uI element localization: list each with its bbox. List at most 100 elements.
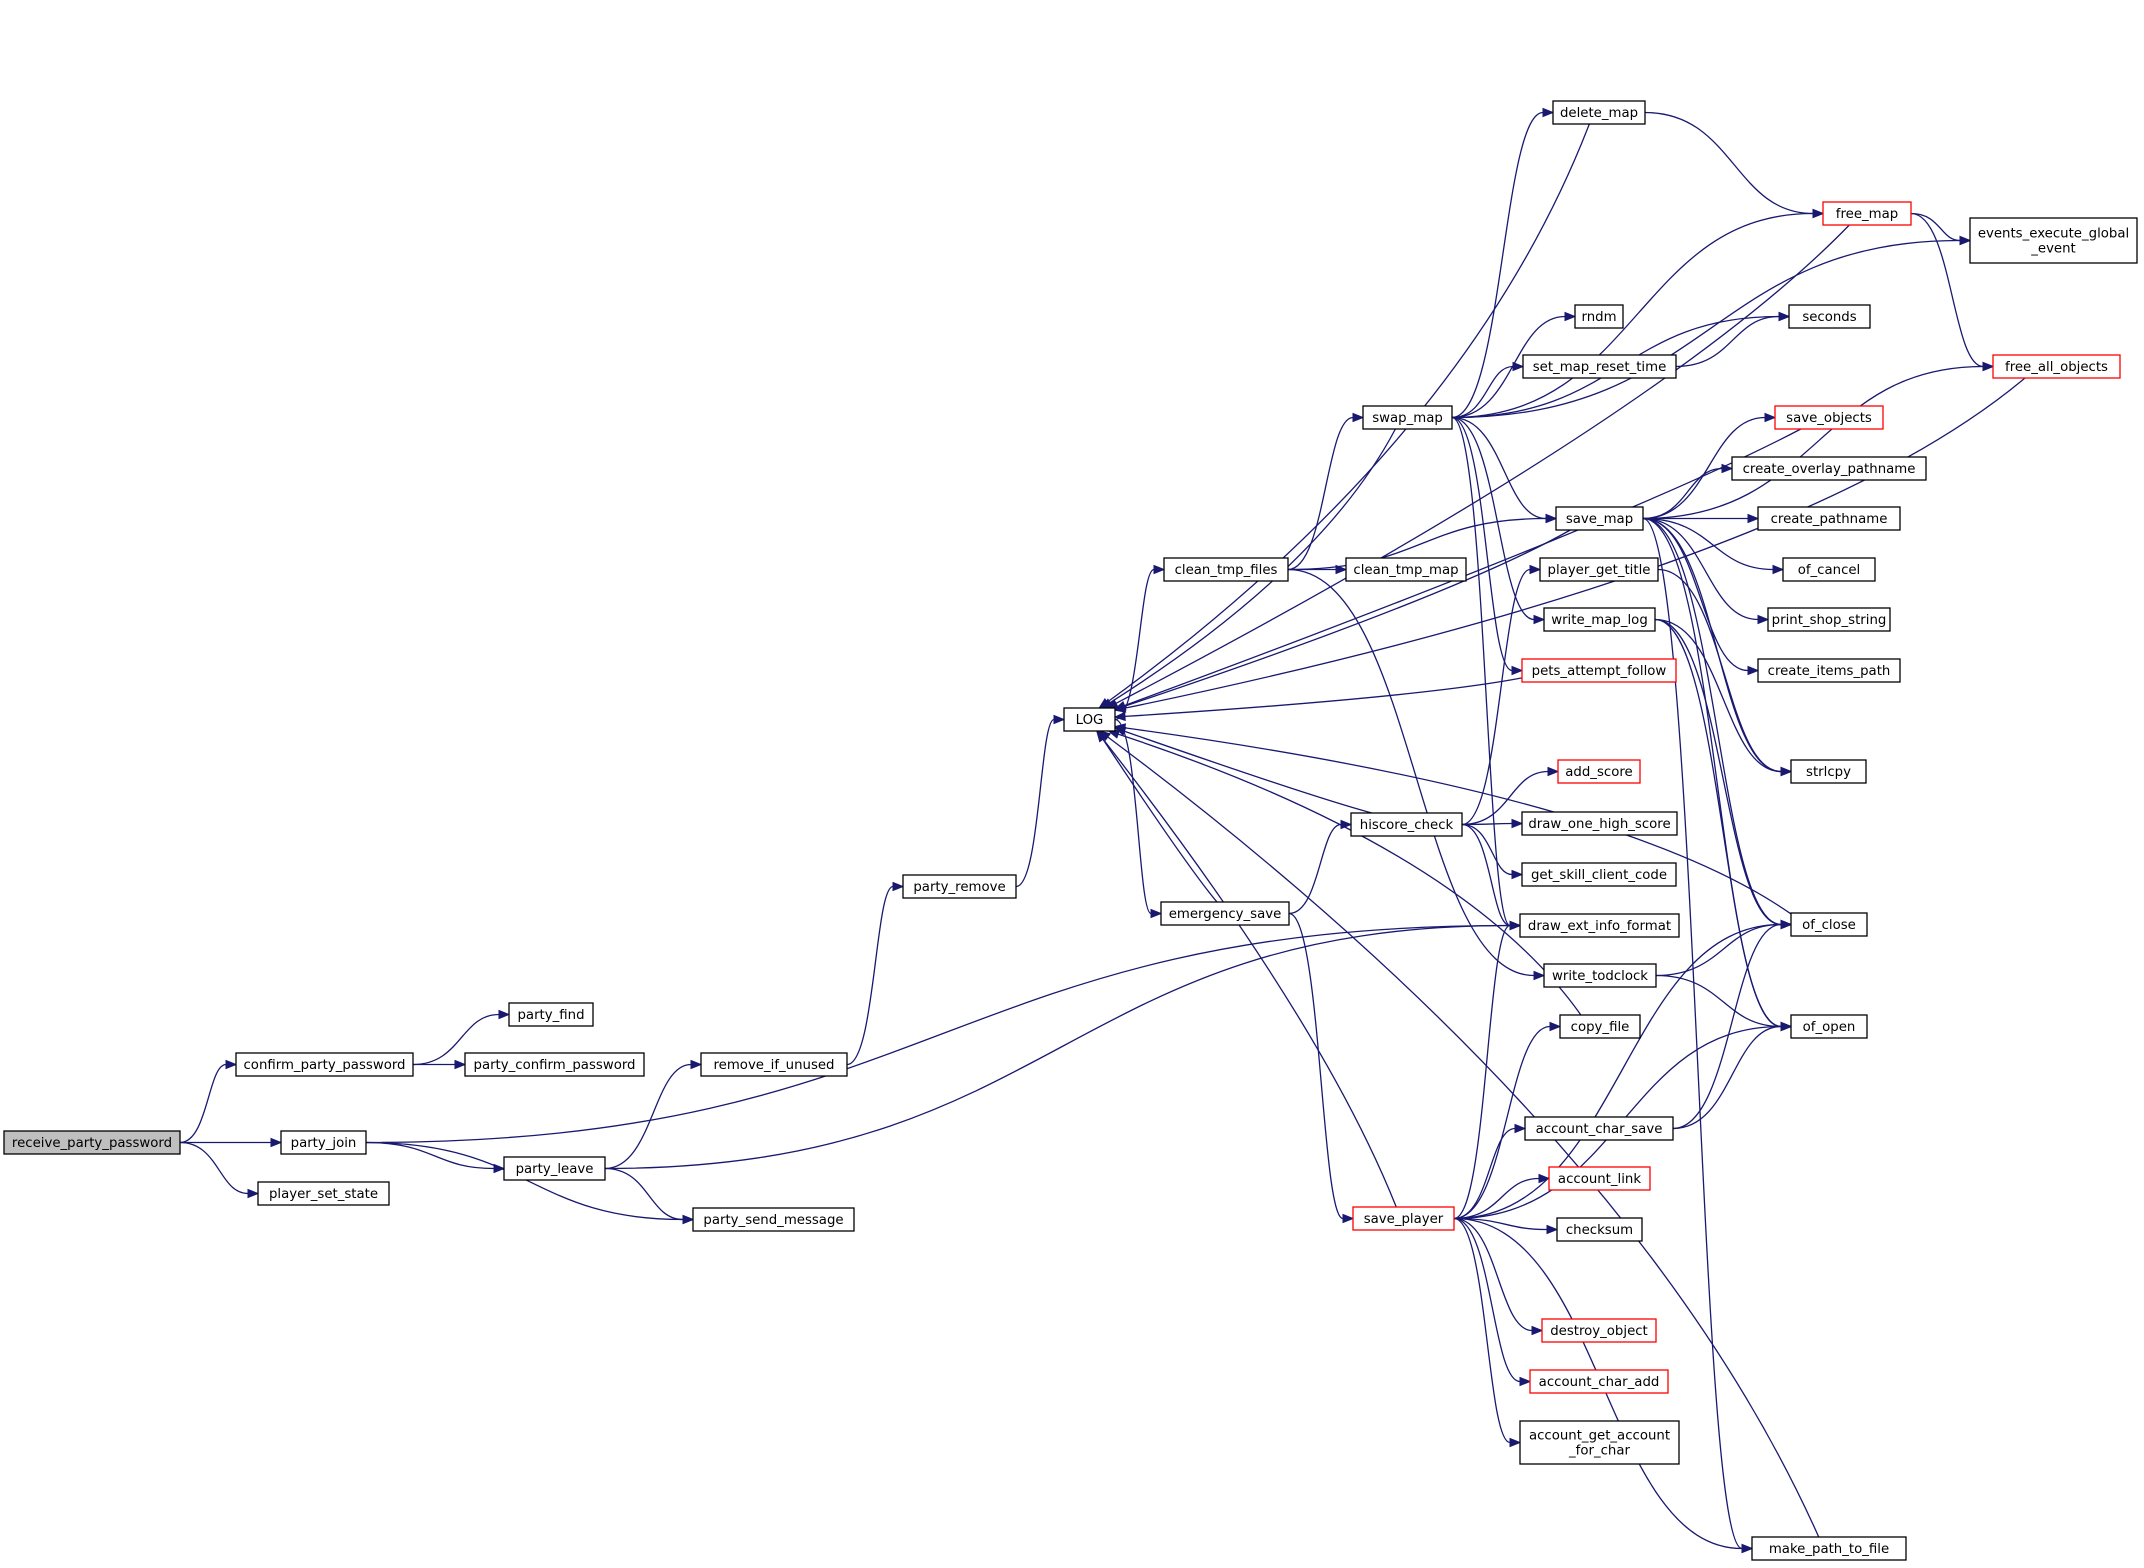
node-events-execute-global-event[interactable]: events_execute_global_event [1969,217,2138,264]
edge-line [1287,517,1547,571]
edge-arrowhead [1113,701,1127,711]
edge-line [1453,1217,1548,1231]
edge-line [1642,467,1723,520]
node-clean-tmp-map[interactable]: clean_tmp_map [1345,557,1467,582]
node-of-open[interactable]: of_open [1790,1014,1868,1039]
node-party-leave[interactable]: party_leave [503,1156,606,1181]
node-checksum[interactable]: checksum [1556,1217,1643,1242]
node-box [1160,901,1290,926]
edge-set_map_reset_time-to-seconds [1675,311,1791,368]
node-box [1574,304,1624,329]
edge-line [1672,923,1782,1130]
node-player-get-title[interactable]: player_get_title [1539,557,1659,582]
edge-swap_map-to-pets_attempt_follow [1451,416,1524,676]
node-write-map-log[interactable]: write_map_log [1543,607,1656,632]
edge-arrowhead [1812,208,1825,219]
node-account-char-save[interactable]: account_char_save [1524,1116,1674,1141]
node-hiscore-check[interactable]: hiscore_check [1350,812,1463,837]
node-seconds[interactable]: seconds [1788,304,1871,329]
edge-arrowhead [1542,107,1555,118]
node-save-map[interactable]: save_map [1555,506,1644,531]
node-make-path-to-file[interactable]: make_path_to_file [1751,1536,1907,1561]
node-label: events_execute_global [1978,227,2129,242]
node-confirm-party-password[interactable]: confirm_party_password [235,1052,414,1077]
edge-free_map-to-events_execute_global_event [1910,212,1972,246]
node-swap-map[interactable]: swap_map [1362,405,1453,430]
node-account-char-add[interactable]: account_char_add [1529,1369,1669,1394]
node-clean-tmp-files[interactable]: clean_tmp_files [1163,557,1289,582]
edge-hiscore_check-to-add_score [1461,766,1560,826]
edge-arrowhead [1511,818,1524,829]
edge-delete_map-to-LOG [1098,123,1590,709]
edge-save_map-to-of_cancel [1642,517,1785,575]
node-of-cancel[interactable]: of_cancel [1782,557,1876,582]
edge-line [1451,212,1814,419]
node-label: swap_map [1372,411,1443,426]
edge-line [1657,568,1782,773]
node-account-link[interactable]: account_link [1548,1166,1651,1191]
node-party-find[interactable]: party_find [508,1002,594,1027]
edge-line [1015,718,1055,888]
node-destroy-object[interactable]: destroy_object [1541,1318,1657,1343]
node-account-get-account-for-char[interactable]: account_get_account_for_char [1519,1420,1680,1465]
node-receive-party-password[interactable]: receive_party_password [3,1130,181,1155]
node-player-set-state[interactable]: player_set_state [257,1181,390,1206]
edge-line [1288,912,1344,1220]
edge-arrowhead [682,1214,695,1225]
node-create-pathname[interactable]: create_pathname [1757,506,1901,531]
node-party-confirm-password[interactable]: party_confirm_password [464,1052,645,1077]
node-LOG[interactable]: LOG [1063,707,1116,732]
edge-arrowhead [1335,564,1348,575]
node-copy-file[interactable]: copy_file [1559,1014,1641,1039]
edge-delete_map-to-free_map [1644,111,1825,219]
node-of-close[interactable]: of_close [1790,912,1868,937]
node-remove-if-unused[interactable]: remove_if_unused [700,1052,848,1077]
node-party-join[interactable]: party_join [280,1130,367,1155]
edge-line [1461,823,1511,927]
node-pets-attempt-follow[interactable]: pets_attempt_follow [1521,658,1677,683]
edge-line [1461,823,1513,876]
node-label: account_link [1558,1172,1641,1187]
node-box [1731,456,1927,481]
edge-line [1115,224,1850,704]
edge-line [1654,618,1782,926]
edge-LOG-to-clean_tmp_files [1114,564,1166,721]
node-label: remove_if_unused [714,1058,835,1073]
node-party-send-message[interactable]: party_send_message [692,1207,855,1232]
node-draw-one-high-score[interactable]: draw_one_high_score [1521,811,1678,836]
edge-arrowhead [454,1059,467,1070]
node-label: create_items_path [1768,664,1891,679]
node-free-all-objects[interactable]: free_all_objects [1992,354,2121,379]
node-label: save_map [1566,512,1633,527]
edge-party_join-to-party_send_message [365,1141,695,1225]
edge-swap_map-to-write_map_log [1451,416,1546,625]
edge-arrowhead [1519,1376,1532,1387]
node-party-remove[interactable]: party_remove [902,874,1017,899]
node-save-objects[interactable]: save_objects [1774,405,1884,430]
edge-arrowhead [1529,564,1542,575]
node-draw-ext-info-format[interactable]: draw_ext_info_format [1519,913,1680,938]
node-add-score[interactable]: add_score [1557,759,1641,784]
edge-receive_party_password-to-confirm_party_password [179,1059,238,1144]
node-label: of_cancel [1798,563,1861,578]
node-delete-map[interactable]: delete_map [1552,100,1646,125]
node-save-player[interactable]: save_player [1352,1206,1455,1231]
edge-line [1288,823,1342,915]
node-get-skill-client-code[interactable]: get_skill_client_code [1521,862,1677,887]
node-print-shop-string[interactable]: print_shop_string [1767,607,1891,632]
node-emergency-save[interactable]: emergency_save [1160,901,1290,926]
node-free-map[interactable]: free_map [1822,201,1912,226]
node-label: account_get_account [1529,1429,1670,1444]
edge-arrowhead [892,881,905,892]
edge-arrowhead [1509,920,1522,931]
node-box [700,1052,848,1077]
node-create-items-path[interactable]: create_items_path [1757,658,1901,683]
node-set-map-reset-time[interactable]: set_map_reset_time [1522,354,1677,379]
node-box [1063,707,1116,732]
node-create-overlay-pathname[interactable]: create_overlay_pathname [1731,456,1927,481]
edge-hiscore_check-to-get_skill_client_code [1461,823,1524,880]
edge-copy_file-to-LOG [1107,729,1582,1016]
node-rndm[interactable]: rndm [1574,304,1624,329]
node-write-todclock[interactable]: write_todclock [1543,963,1657,988]
node-strlcpy[interactable]: strlcpy [1790,759,1867,784]
